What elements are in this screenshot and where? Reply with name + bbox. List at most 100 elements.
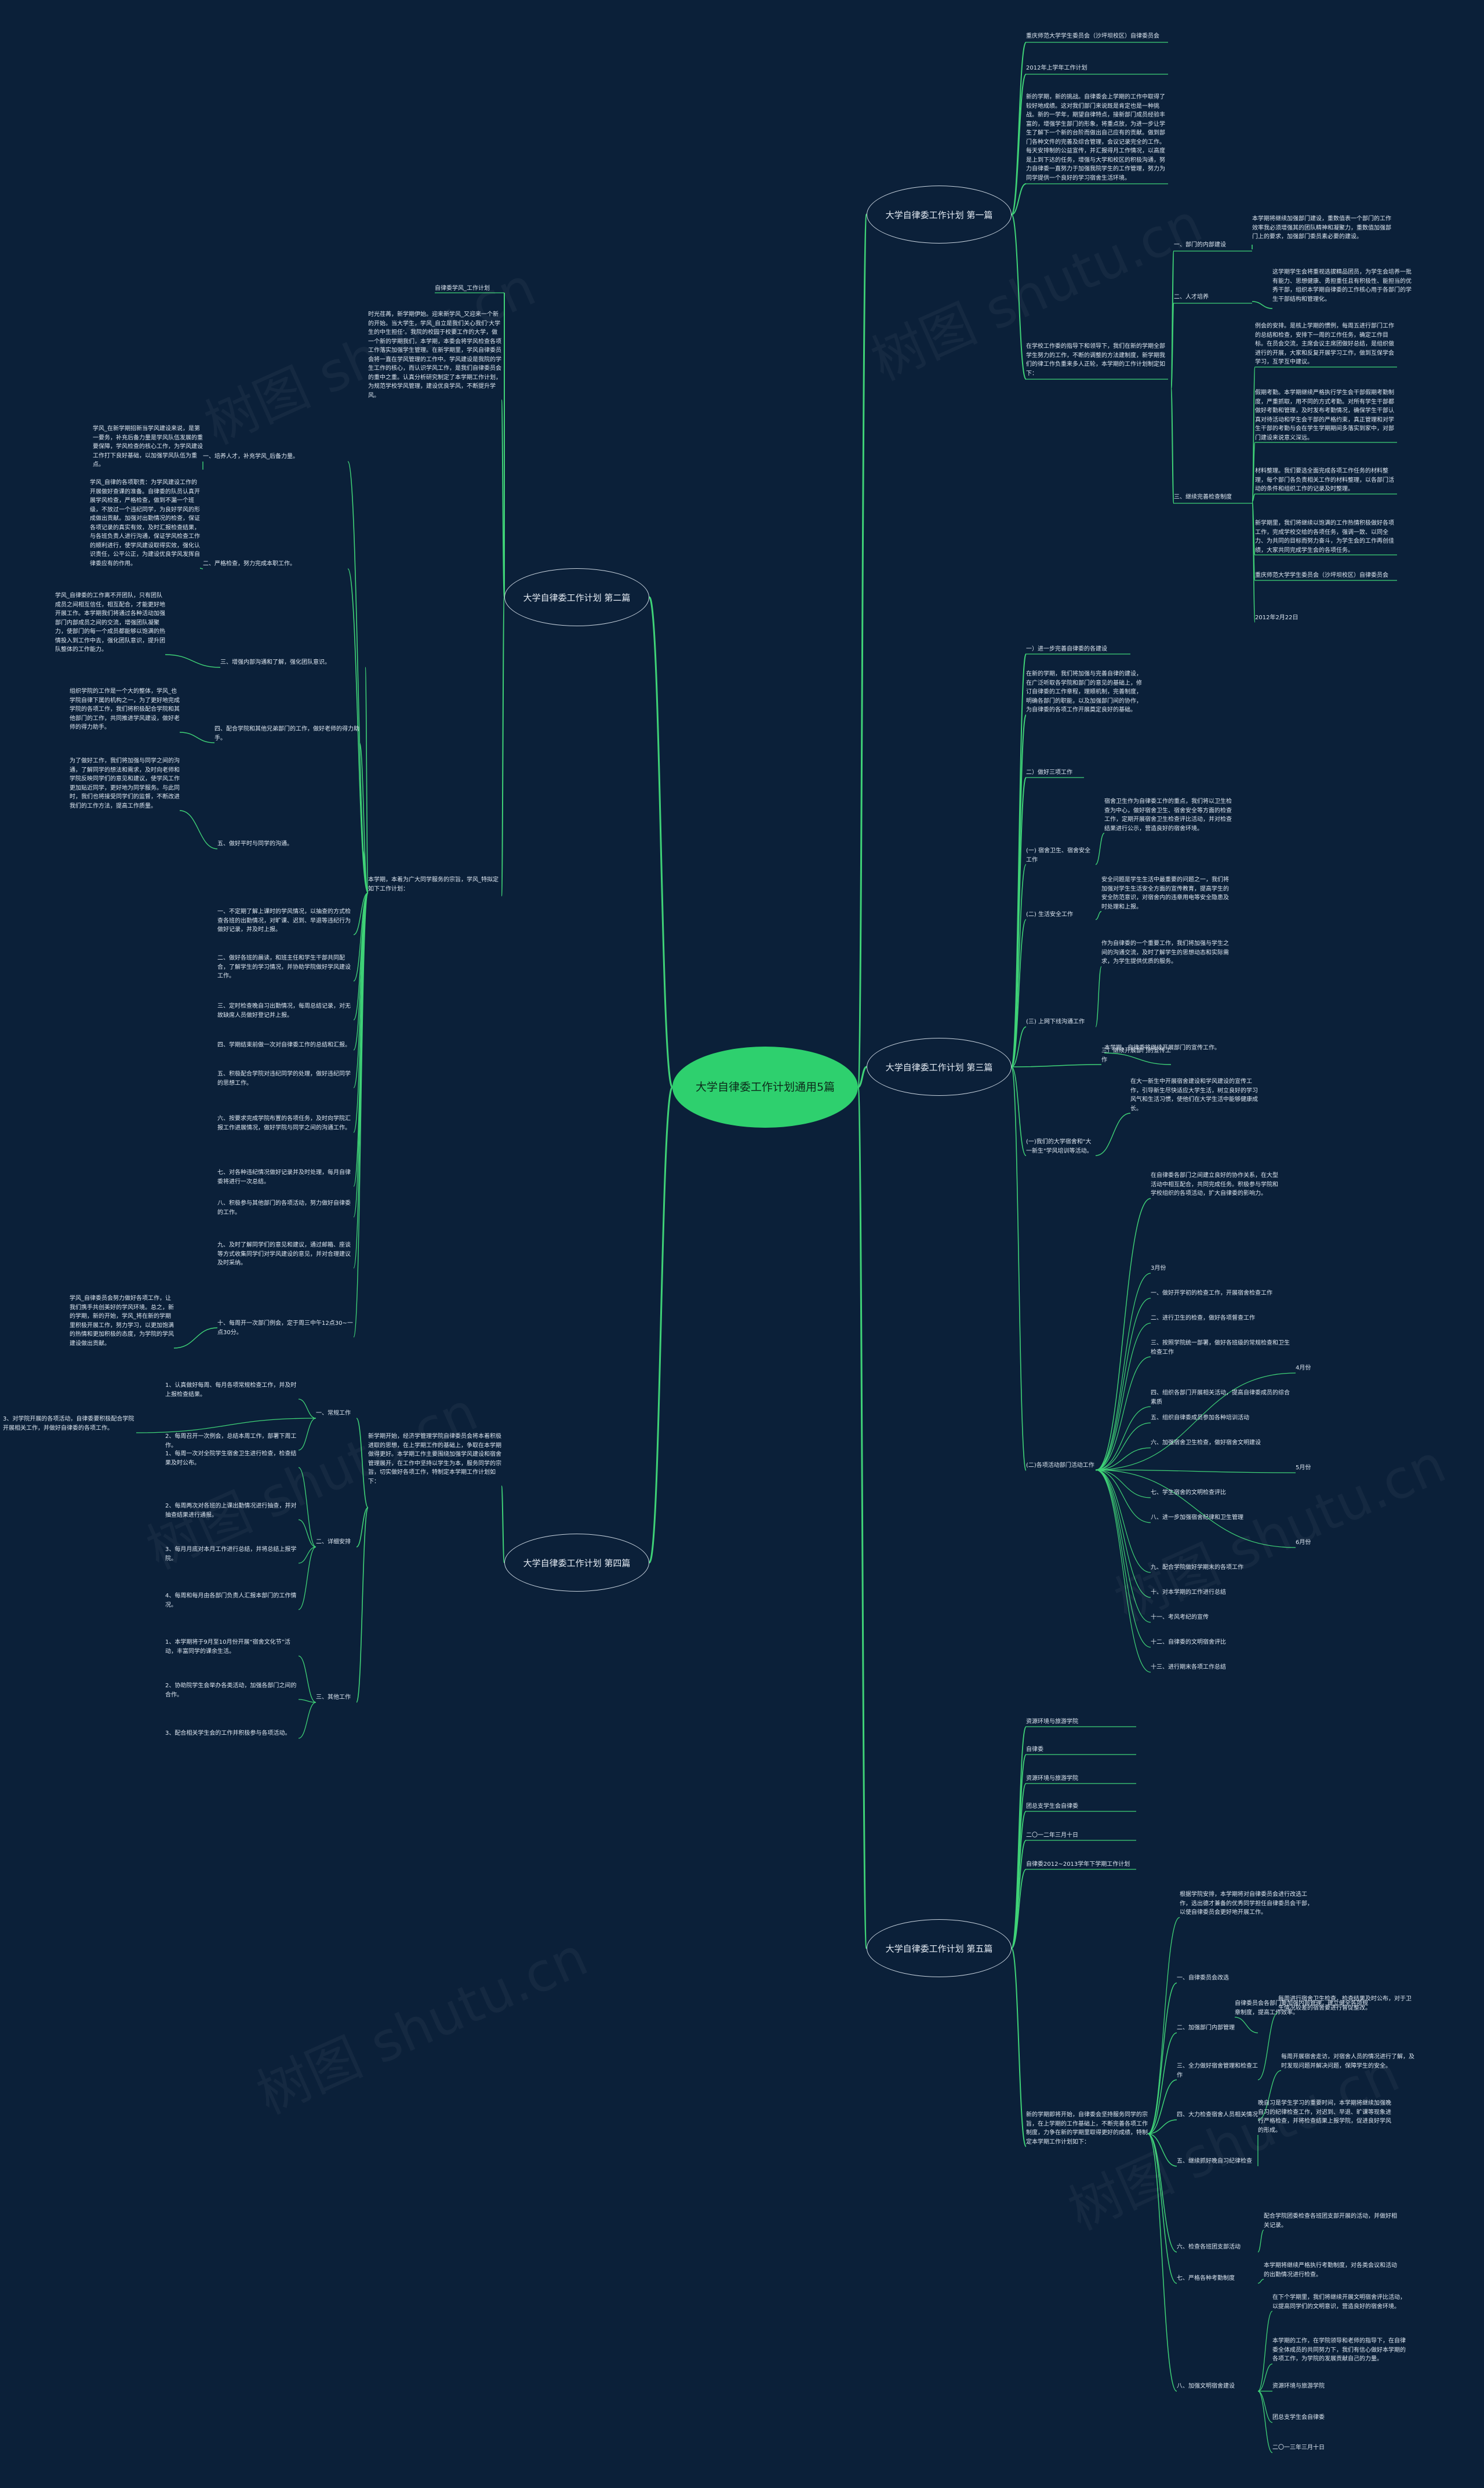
item-label[interactable]: 三、增强内部沟通和了解，强化团队意识。	[220, 659, 330, 666]
item-label[interactable]: (三) 上网下线沟通工作	[1026, 1019, 1085, 1025]
item-label[interactable]: 三）继续开展部门的宣传工作	[1101, 1048, 1171, 1063]
item-label[interactable]: 三、其他工作	[316, 1694, 351, 1701]
schedule-item[interactable]: 四、组织各部门开展相关活动，提高自律委成员的综合素质	[1151, 1390, 1290, 1405]
heading-text[interactable]: 自律委	[1026, 1746, 1043, 1753]
schedule-item[interactable]: 六、加强宿舍卫生检查，做好宿舍文明建设	[1151, 1440, 1261, 1446]
item-text[interactable]: 重庆师范大学学生委员会（沙坪坝校区）自律委员会	[1255, 572, 1388, 579]
item-text[interactable]: 根据学院安排，本学期将对自律委员会进行改选工作，选出德才兼备的优秀同学担任自律委…	[1180, 1891, 1313, 1916]
item-text[interactable]: 2、每周召开一次例会，总结本周工作，部署下周工作。	[165, 1433, 297, 1449]
item-label[interactable]: 一、培养人才，补充学风_后备力量。	[203, 453, 299, 460]
item-text[interactable]: 1、本学期将于9月至10月份开展“宿舍文化节”活动，丰富同学的课余生活。	[165, 1639, 290, 1655]
month-label[interactable]: 4月份	[1296, 1365, 1311, 1371]
item-label[interactable]: 五、继续抓好晚自习纪律检查	[1177, 2158, 1252, 2164]
item-text[interactable]: 每周进行宿舍卫生检查，检查结果及时公布，对于卫生情况较差的宿舍要进行督促整改。	[1278, 1996, 1412, 2011]
item-label[interactable]: 四、配合学院和其他兄弟部门的工作，做好老师的得力助手。	[214, 726, 359, 742]
schedule-item[interactable]: 十一、考风考纪的宣传	[1151, 1614, 1209, 1621]
item-text[interactable]: 在下个学期里，我们将继续开展文明宿舍评比活动，以提高同学们的文明意识，营造良好的…	[1272, 2294, 1406, 2310]
item-text[interactable]: 资源环境与旅游学院	[1272, 2383, 1325, 2389]
section-label[interactable]: 一）进一步完善自律委的各建设	[1026, 646, 1107, 652]
item-label[interactable]: (一) 宿舍卫生、宿舍安全工作	[1026, 848, 1090, 863]
item-text[interactable]: 配合学院团委检查各班团支部开展的活动，并做好相关记录。	[1264, 2213, 1397, 2229]
detail-item[interactable]: 一、不定期了解上课时的学风情况，以抽查的方式检查各班的出勤情况，对旷课、迟到、早…	[217, 909, 351, 933]
item-text[interactable]: 本学期的工作，在学院领导和老师的指导下，在自律委全体成员的共同努力下，我们有信心…	[1272, 2338, 1406, 2362]
detail-item[interactable]: 九、及时了解同学们的意见和建议，通过邮箱、座谈等方式收集同学们对学风建设的意见，…	[217, 1242, 351, 1266]
item-text[interactable]: 团总支学生会自律委	[1272, 2414, 1325, 2421]
section-text[interactable]: 时光荏苒，新学期伊始。迎来新学风_又迎来一个新的开始。当大学生，学风_自立是我们…	[368, 311, 501, 399]
branch-node-1[interactable]: 大学自律委工作计划 第一篇	[867, 186, 1012, 244]
item-text[interactable]: 2、协助院学生会举办各类活动，加强各部门之间的合作。	[165, 1683, 297, 1698]
branch-node-5[interactable]: 大学自律委工作计划 第五篇	[867, 1919, 1012, 1977]
item-text[interactable]: 晚自习是学生学习的重要时间，本学期将继续加强晚自习的纪律检查工作，对迟到、早退、…	[1258, 2100, 1391, 2134]
section-text[interactable]: 新的学期即将开始，自律委会坚持服务同学的宗旨，在上学期的工作基础上，不断完善各项…	[1026, 2112, 1148, 2145]
item-text[interactable]: 学风_在新学期招新当学风建设来说，是第一要务，补充后备力量是学风队伍发展的重要保…	[93, 426, 203, 468]
detail-item[interactable]: 六、按要求完成学院布置的各项任务，及时向学院汇报工作进展情况，做好学院与同学之间…	[217, 1116, 351, 1131]
section-text[interactable]: 2012年上学年工作计划	[1026, 65, 1087, 71]
item-text[interactable]: 3、每月月底对本月工作进行总结，并将总结上报学院。	[165, 1546, 297, 1562]
central-topic[interactable]: 大学自律委工作计划通用5篇	[672, 1047, 858, 1128]
detail-item[interactable]: 十、每周开一次部门例会，定于周三中午12点30~一点30分。	[217, 1320, 353, 1336]
section-text[interactable]: 在学校工作委的指导下和领导下，我们在新的学期全部学生努力的工作，不断的调整的方法…	[1026, 343, 1165, 377]
schedule-item[interactable]: 七、学生宿舍的文明检查评比	[1151, 1490, 1226, 1496]
section-text[interactable]: 新学期开始，经济学管理学院自律委员会将本着积极进取的思想，在上学期工作的基础上，…	[368, 1433, 501, 1485]
item-text[interactable]: 在大一新生中开展宿舍建设和学风建设的宣传工作，引导新生尽快适应大学生活，树立良好…	[1130, 1078, 1258, 1112]
item-text[interactable]: 每周开展宿舍走访，对宿舍人员的情况进行了解，及时发现问题并解决问题，保障学生的安…	[1281, 2054, 1414, 2069]
item-label[interactable]: 二、严格检查，努力完成本职工作。	[203, 561, 296, 567]
item-text[interactable]: 材料整理。我们要选全面完成各项工作任务的材料整理，每个部门各负责相关工作的材料整…	[1255, 468, 1394, 492]
item-text[interactable]: 学风_自律的各项职责：为学风建设工作的开展做好查课的准备。自律委的队员认真开展学…	[90, 480, 200, 567]
item-text[interactable]: 为了做好工作，我们将加强与同学之间的沟通，了解同学的想法和需求，及时向老师和学院…	[70, 758, 180, 809]
item-label[interactable]: (一)我们的大学宿舍和"大一新生"学风培训等活动。	[1026, 1139, 1093, 1154]
section-label[interactable]: 二）做好三项工作	[1026, 769, 1072, 776]
detail-item[interactable]: 二、做好各班的晨读，和班主任和学生干部共同配合，了解学生的学习情况，并协助学院做…	[217, 955, 351, 979]
section-text[interactable]: 在新的学期，我们将加强与完善自律的建设，在广泛听取各学院和部门的意见的基础上，修…	[1026, 671, 1142, 713]
item-text[interactable]: 3、配合相关学生会的工作并积极参与各项活动。	[165, 1730, 291, 1737]
branch-node-4[interactable]: 大学自律委工作计划 第四篇	[504, 1534, 649, 1592]
detail-text[interactable]: 学风_自律委员会努力做好各项工作，让我们携手共创美好的学风环境。总之，新的学期，…	[70, 1295, 174, 1347]
item-label[interactable]: 三、全力做好宿舍管理和检查工作	[1177, 2063, 1258, 2079]
item-text[interactable]: 组织学院的工作是一个大的整体，学风_也学院自律下属的机构之一，为了更好地完成学院…	[70, 688, 180, 731]
item-text[interactable]: 作为自律委的一个重要工作，我们将加强与学生之间的沟通交流，及时了解学生的思想动态…	[1101, 940, 1229, 965]
item-text[interactable]: 学风_自律委的工作离不开团队，只有团队成员之间相互信任，相互配合，才能更好地开展…	[55, 593, 165, 653]
branch-node-2[interactable]: 大学自律委工作计划 第二篇	[504, 568, 649, 626]
item-text[interactable]: 1、认真做好每周、每月各项常规检查工作，并及时上报检查结果。	[165, 1382, 297, 1398]
item-text[interactable]: 安全问题是学生生活中最重要的问题之一，我们将加强对学生生活安全方面的宣传教育，提…	[1101, 877, 1229, 910]
item-label[interactable]: 七、严格各种考勤制度	[1177, 2275, 1235, 2282]
item-label[interactable]: (二)各项活动部门活动工作	[1026, 1462, 1094, 1469]
month-label[interactable]: 3月份	[1151, 1265, 1166, 1272]
item-text[interactable]: 1、每周一次对全院学生宿舍卫生进行检查，检查结果及时公布。	[165, 1451, 297, 1466]
item-text[interactable]: 在自律委各部门之间建立良好的协作关系，在大型活动中相互配合，共同完成任务。积极参…	[1151, 1172, 1278, 1197]
schedule-item[interactable]: 二、进行卫生的检查，做好各项督查工作	[1151, 1315, 1255, 1321]
detail-item[interactable]: 三、定时检查晚自习出勤情况，每周总结记录，对无故缺席人员做好登记并上报。	[217, 1003, 351, 1019]
item-label[interactable]: 八、加强文明宿舍建设	[1177, 2383, 1235, 2389]
heading-text[interactable]: 资源环境与旅游学院	[1026, 1775, 1078, 1782]
item-label[interactable]: 二、人才培养	[1174, 294, 1209, 300]
item-text[interactable]: 本学期，自律委将继续开展部门的宣传工作。	[1104, 1045, 1220, 1051]
item-label[interactable]: 四、大力检查宿舍人员相关情况	[1177, 2112, 1258, 2118]
item-text[interactable]: 本学期将继续加强部门建设，重数值表一个部门的工作效率我必须增强其的团队精神和凝聚…	[1252, 216, 1391, 240]
branch-node-3[interactable]: 大学自律委工作计划 第三篇	[867, 1038, 1012, 1096]
heading-text[interactable]: 二〇一二年三月十日	[1026, 1832, 1078, 1839]
item-label[interactable]: 一、自律委员会改选	[1177, 1975, 1229, 1981]
heading-text[interactable]: 自律委2012~2013学年下学期工作计划	[1026, 1861, 1130, 1868]
month-label[interactable]: 5月份	[1296, 1465, 1311, 1471]
schedule-item[interactable]: 十三、进行期末各项工作总结	[1151, 1664, 1226, 1670]
item-text[interactable]: 二〇一三年三月十日	[1272, 2445, 1325, 2451]
schedule-item[interactable]: 九、配合学院做好学期末的各项工作	[1151, 1564, 1243, 1571]
section-text[interactable]: 新的学期，新的挑战。自律委会上学期的工作中取得了较好地成绩。这对我们部门来说既是…	[1026, 94, 1165, 181]
schedule-item[interactable]: 三、按照学院统一部署，做好各班级的常规检查和卫生检查工作	[1151, 1340, 1290, 1356]
schedule-item[interactable]: 八、进一步加强宿舍纪律和卫生管理	[1151, 1514, 1243, 1521]
schedule-item[interactable]: 一、做好开学初的检查工作，开展宿舍检查工作	[1151, 1290, 1272, 1296]
item-label[interactable]: 六、检查各班团支部活动	[1177, 2244, 1241, 2250]
item-text[interactable]: 假期考勤。本学期继续严格执行学生会干部假期考勤制度，严重抓取，用不同的方式考勤。…	[1255, 390, 1394, 441]
item-text[interactable]: 例会的安排。是核上学期的惯例，每周五进行部门工作的总结和检查，安排下一周的工作任…	[1255, 323, 1394, 365]
month-label[interactable]: 6月份	[1296, 1539, 1311, 1546]
item-text[interactable]: 宿舍卫生作为自律委工作的重点，我们将以卫生检查为中心，做好宿舍卫生、宿舍安全等方…	[1104, 798, 1232, 832]
date-text[interactable]: 2012年2月22日	[1255, 615, 1298, 621]
item-text[interactable]: 自律委员会各部门要加强内部管理，建立健全各项规章制度，提高工作效率。	[1235, 2000, 1368, 2016]
item-label[interactable]: 一、常规工作	[316, 1410, 351, 1416]
item-text[interactable]: 这学期学生会将重视选拔精品团员，为学生会培养一批有能力、思想健康、勇担重任且有积…	[1272, 269, 1412, 303]
detail-item[interactable]: 八、积极参与其他部门的各项活动，努力做好自律委的工作。	[217, 1200, 351, 1216]
schedule-item[interactable]: 五、组织自律委成员参加各种培训活动	[1151, 1415, 1249, 1421]
item-label[interactable]: 二、加强部门内部管理	[1177, 2025, 1235, 2031]
schedule-item[interactable]: 十二、自律委的文明宿舍评比	[1151, 1639, 1226, 1646]
detail-item[interactable]: 五、积极配合学院对违纪同学的处理，做好违纪同学的思想工作。	[217, 1071, 351, 1087]
